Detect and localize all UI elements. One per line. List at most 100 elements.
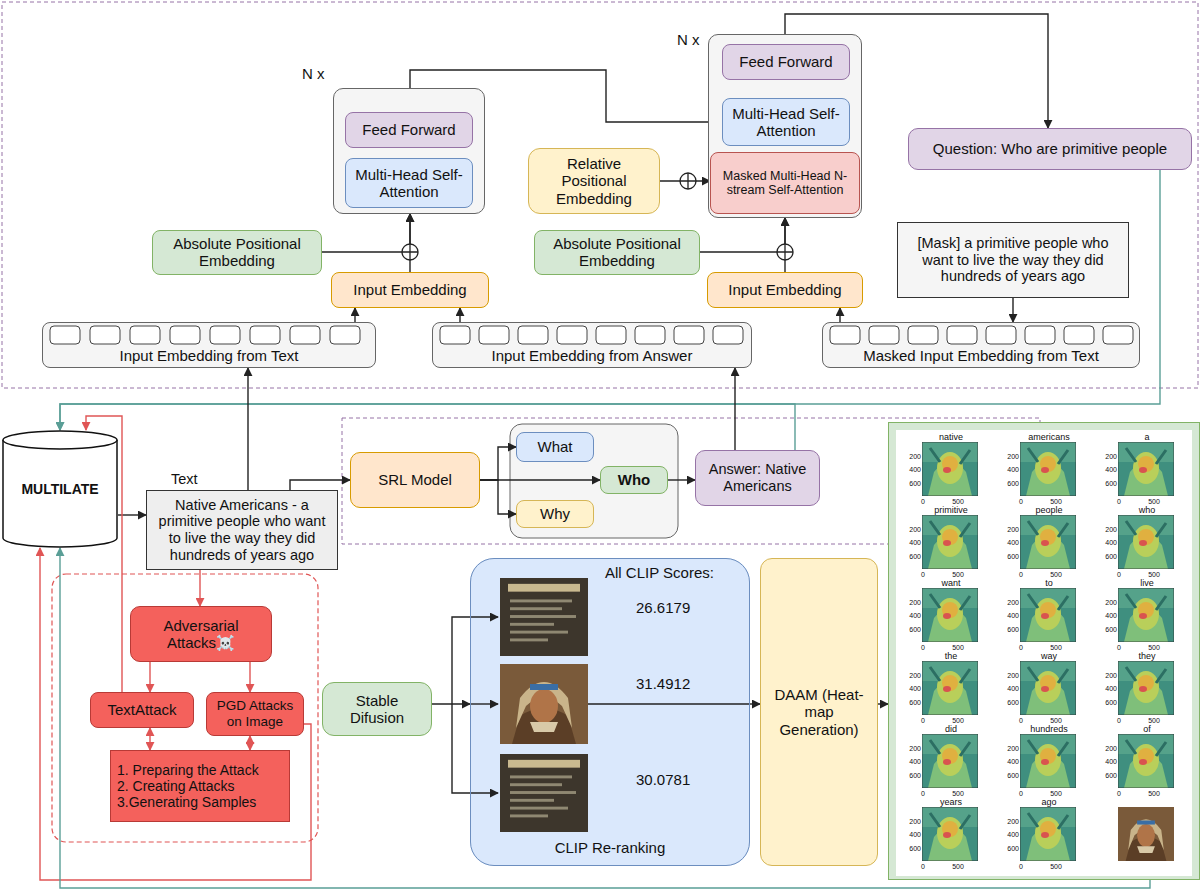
node-body: Feed Forward (346, 113, 472, 147)
node-label: 400 (1097, 685, 1117, 692)
node-label: 0 (917, 644, 929, 651)
node-label: 0 (1113, 498, 1125, 505)
node-label: N x (302, 65, 334, 82)
process-box: Feed Forward (722, 44, 850, 80)
node-body: Absolute Positional Embedding (535, 231, 699, 274)
node-label: 0 (1015, 498, 1027, 505)
node-label: 600 (999, 480, 1019, 487)
node-label: N x (677, 31, 709, 48)
node-body: SRL Model (351, 453, 479, 507)
node-label: they (1105, 652, 1189, 661)
node-body: Answer: Native Americans (696, 451, 819, 505)
node-label: 400 (901, 539, 921, 546)
node-label: way (1007, 652, 1091, 661)
node-body: MULTILATE (2, 430, 118, 548)
node-label: MULTILATE (21, 481, 98, 497)
node-label: Multi-Head Self-Attention (352, 166, 466, 201)
node-label: 500 (1046, 644, 1066, 651)
node-label: Question: Who are primitive people (933, 140, 1167, 157)
node-body: What (517, 433, 593, 461)
node-label: Answer: Native Americans (702, 461, 813, 494)
node-label: Input Embedding from Answer (433, 347, 751, 364)
node-body: Question: Who are primitive people (909, 129, 1191, 169)
connector-arrow (249, 662, 250, 692)
connector-arrow (480, 447, 516, 480)
node-label: 0 (1113, 790, 1125, 797)
node-label: 500 (1144, 644, 1164, 651)
node-label: Stable Difusion (329, 692, 425, 727)
node-label: Masked Multi-Head N-stream Self-Attentio… (717, 169, 853, 198)
node-label: people (1007, 506, 1091, 515)
node-label: SRL Model (378, 471, 452, 488)
process-box: Input Embedding (331, 272, 489, 308)
node-label: 200 (999, 672, 1019, 679)
encoder-block: N xFeed ForwardMulti-Head Self-Attention (333, 88, 485, 214)
embedding-strip: Input Embedding from Text (42, 322, 376, 368)
connector-arrow (459, 308, 460, 322)
node-label: 200 (901, 453, 921, 460)
heatmap-panel: native2004006000500americans200400600050… (888, 422, 1200, 880)
connector-arrow (322, 214, 410, 252)
node-label: Why (540, 505, 570, 522)
node-label: 500 (1046, 571, 1066, 578)
node-label: [Mask] a primitive people who want to li… (904, 235, 1122, 285)
node-label: Feed Forward (362, 121, 455, 138)
connector-arrow (249, 736, 250, 750)
node-label: Feed Forward (739, 53, 832, 70)
node-label: 600 (901, 553, 921, 560)
node-label: 500 (1144, 790, 1164, 797)
node-body: DAAM (Heat-map Generation) (761, 559, 877, 865)
process-box: Multi-Head Self-Attention (722, 98, 850, 146)
node-body: Adversarial Attacks☠️ (131, 607, 271, 661)
process-box: Multi-Head Self-Attention (345, 158, 473, 208)
node-label: 400 (1097, 466, 1117, 473)
node-label: 600 (1097, 772, 1117, 779)
node-label: 500 (948, 571, 968, 578)
node-label: 200 (999, 818, 1019, 825)
text-box: [Mask] a primitive people who want to li… (897, 222, 1129, 298)
connector-arrow (878, 703, 888, 704)
node-label: 400 (999, 831, 1019, 838)
node-label: want (909, 579, 993, 588)
node-label: 500 (948, 717, 968, 724)
connector-arrow (354, 308, 355, 322)
node-label: 200 (1097, 745, 1117, 752)
process-box: Adversarial Attacks☠️ (130, 606, 272, 662)
connector-arrow (149, 662, 150, 692)
node-label: 200 (1097, 453, 1117, 460)
connector-arrow (60, 548, 1150, 888)
node-label: Native Americans - a primitive people wh… (153, 497, 331, 564)
connector-arrow (700, 218, 785, 252)
connector-arrow (750, 703, 760, 704)
connector-arrow (40, 548, 311, 880)
node-label: 600 (999, 699, 1019, 706)
answer-box: Answer: Native Americans (695, 450, 820, 506)
connector-arrow (60, 404, 795, 450)
node-label: 200 (999, 745, 1019, 752)
node-label: americans (1007, 433, 1091, 442)
node-label: 0 (1113, 571, 1125, 578)
node-label: hundreds (1007, 725, 1091, 734)
node-label: 200 (901, 672, 921, 679)
database-cylinder: MULTILATE (2, 430, 118, 548)
node-label: primitive (909, 506, 993, 515)
connector-arrow (1012, 298, 1013, 322)
node-label: ago (1007, 798, 1091, 807)
embedding-strip: Input Embedding from Answer (432, 322, 752, 368)
node-label: 600 (999, 553, 1019, 560)
node-label: 0 (1113, 644, 1125, 651)
process-box: Masked Multi-Head N-stream Self-Attentio… (710, 152, 860, 214)
node-body: Multi-Head Self-Attention (723, 99, 849, 145)
embedding-strip: Masked Input Embedding from Text (822, 322, 1140, 368)
node-label: 200 (901, 818, 921, 825)
node-label: the (909, 652, 993, 661)
node-label: 500 (1144, 717, 1164, 724)
node-label: DAAM (Heat-map Generation) (767, 686, 871, 738)
connector-arrow (480, 480, 516, 514)
node-label: 400 (901, 831, 921, 838)
node-label: 200 (999, 526, 1019, 533)
node-label: 400 (999, 466, 1019, 473)
text-box: TextNative Americans - a primitive peopl… (146, 490, 338, 570)
connector-arrow (247, 368, 248, 490)
